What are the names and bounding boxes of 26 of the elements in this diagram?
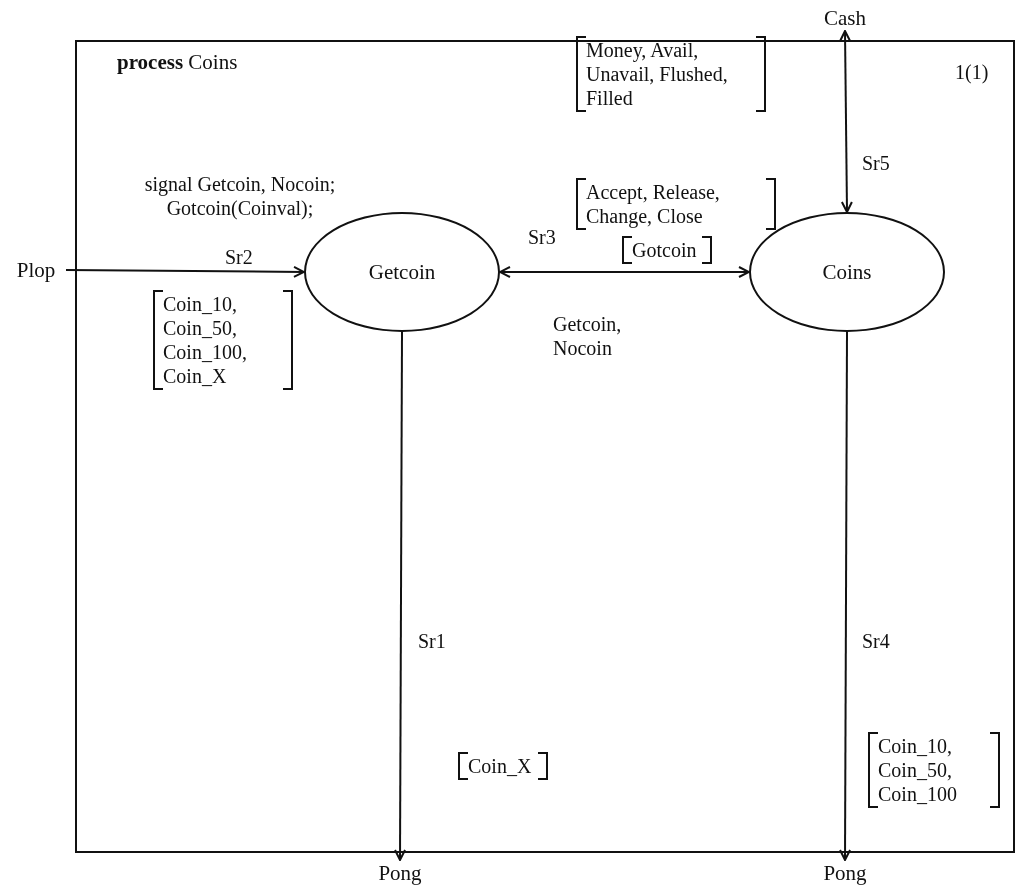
signal-list: Coin_10, Coin_50, Coin_100, Coin_X (153, 290, 293, 390)
signal-list: Gotcoin (622, 236, 712, 264)
node-label: Getcoin (368, 259, 436, 285)
node-label: Pong (823, 860, 867, 886)
channel-arrow (839, 30, 853, 213)
channel-name: Sr1 (418, 630, 446, 653)
channel-name: Sr2 (225, 246, 253, 269)
channel-name: Sr3 (528, 226, 556, 249)
channel-arrow (839, 331, 852, 861)
node-label: Pong (378, 860, 422, 886)
node-label: Cash (824, 5, 866, 31)
node-label: Coins (822, 259, 872, 285)
channel-arrow (394, 331, 407, 861)
note-text: Getcoin, Nocoin (553, 312, 623, 360)
signal-list: Money, Avail, Unavail, Flushed, Filled (576, 36, 766, 112)
process-heading: process Coins (117, 50, 238, 75)
node-label: Plop (16, 257, 56, 283)
signal-list: Accept, Release, Change, Close (576, 178, 776, 230)
channel-arrow (65, 265, 305, 278)
note-text: 1(1) (955, 60, 990, 84)
note-text: signal Getcoin, Nocoin; Gotcoin(Coinval); (143, 172, 337, 220)
channel-name: Sr4 (862, 630, 890, 653)
channel-arrow (499, 266, 750, 278)
signal-list: Coin_10, Coin_50, Coin_100 (868, 732, 1000, 808)
channel-name: Sr5 (862, 152, 890, 175)
signal-list: Coin_X (458, 752, 548, 780)
